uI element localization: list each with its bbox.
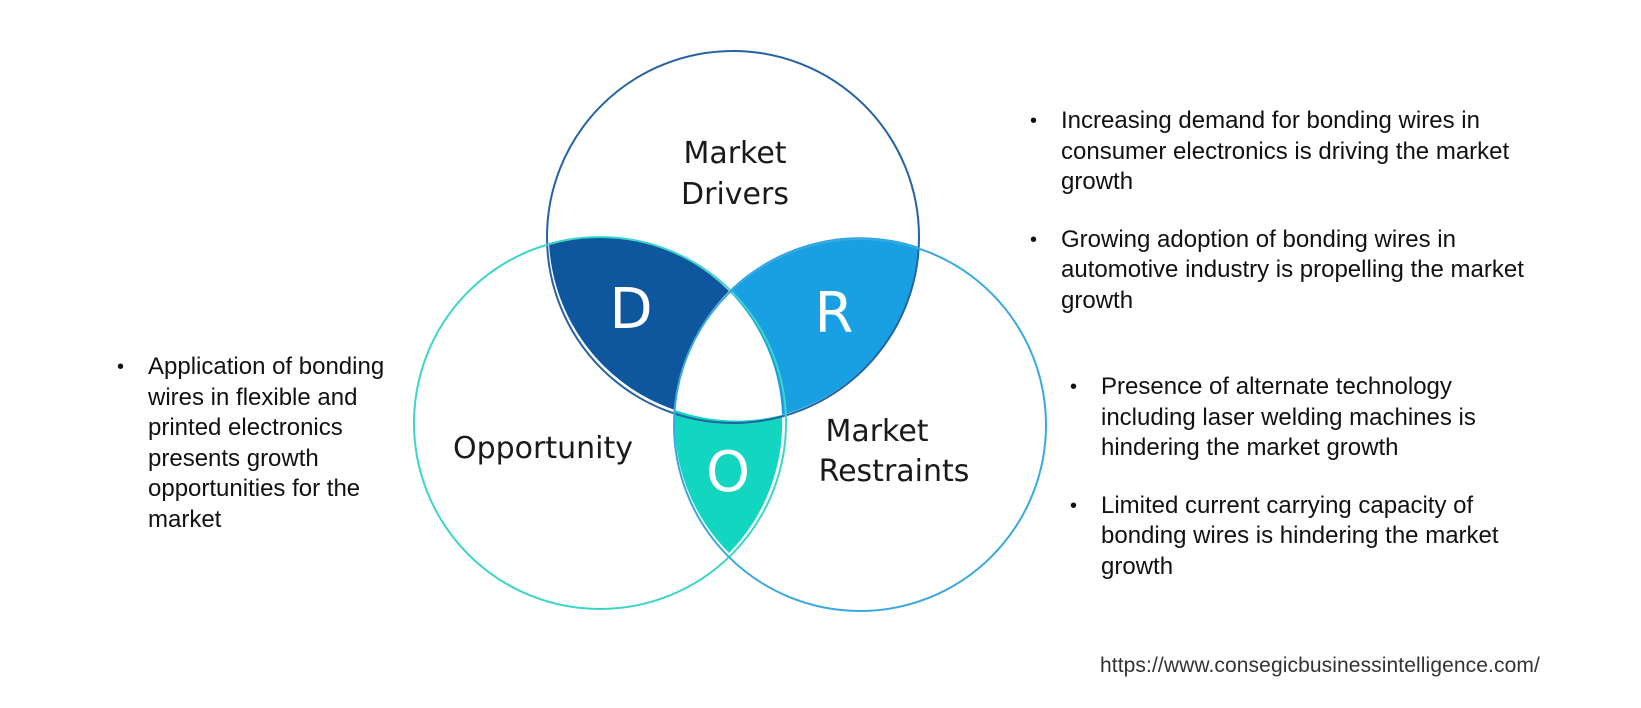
overlap-d-letter: D	[609, 277, 652, 342]
restraints-label-line1: Market	[825, 414, 928, 449]
restraints-label-line2: Restraints	[819, 454, 970, 489]
restraints-bullet-item: Presence of alternate technology includi…	[1070, 372, 1540, 464]
overlap-o-letter: O	[706, 440, 750, 505]
restraints-circle	[673, 238, 1047, 612]
opportunity-circle	[413, 236, 787, 610]
drivers-bullet-list: Increasing demand for bonding wires in c…	[1030, 106, 1530, 316]
drivers-circle	[546, 50, 920, 424]
restraints-bullet-item: Limited current carrying capacity of bon…	[1070, 491, 1540, 583]
restraints-bullet-list: Presence of alternate technology includi…	[1070, 372, 1540, 582]
drivers-bullet-item: Growing adoption of bonding wires in aut…	[1030, 225, 1530, 317]
opportunity-label: Opportunity	[453, 431, 633, 466]
overlap-r-letter: R	[815, 281, 854, 346]
opportunity-bullet-list: Application of bonding wires in flexible…	[117, 352, 387, 535]
overlap-r-region	[729, 237, 919, 415]
drivers-bullet-item: Increasing demand for bonding wires in c…	[1030, 106, 1530, 198]
overlap-o-region	[674, 410, 783, 553]
drivers-label-line2: Drivers	[681, 177, 789, 212]
source-url: https://www.consegicbusinessintelligence…	[1100, 654, 1540, 677]
drivers-label-line1: Market	[683, 136, 786, 171]
overlap-d-region	[549, 236, 729, 410]
opportunity-bullet-item: Application of bonding wires in flexible…	[117, 352, 387, 535]
